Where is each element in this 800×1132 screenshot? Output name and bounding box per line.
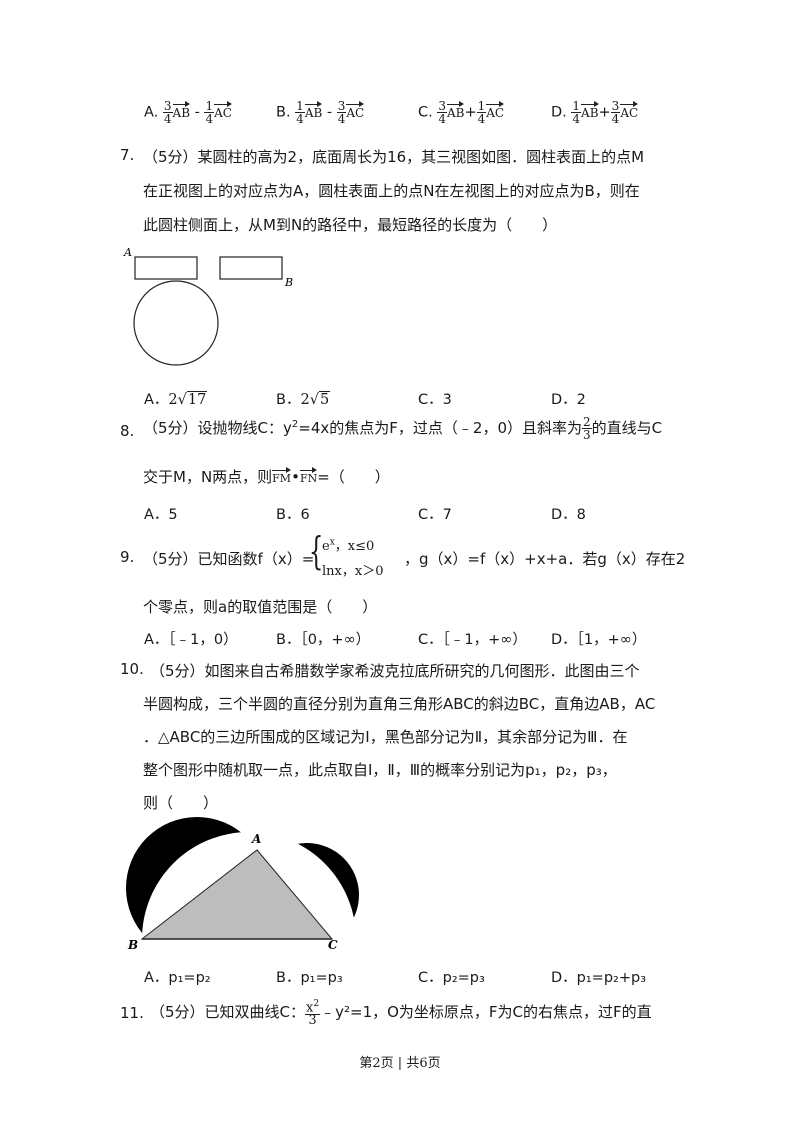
q8-option-d: D．8 — [551, 507, 586, 523]
q10-option-a: A．p₁=p₂ — [144, 970, 211, 986]
q9-option-b: B．［0，+∞） — [276, 632, 371, 648]
q10-option-d: D．p₁=p₂+p₃ — [551, 970, 647, 986]
q9-option-c: C．［﹣1，+∞） — [418, 632, 527, 648]
q10-line2: 半圆构成，三个半圆的直径分别为直角三角形ABC的斜边BC，直角边AB，AC — [143, 695, 656, 713]
hippocrates-lunes-figure: A B C — [118, 817, 368, 955]
q7-number: 7. — [120, 146, 135, 164]
q9-post: ，g（x）=f（x）+x+a．若g（x）存在2 — [404, 550, 686, 568]
q7-option-d: D．2 — [551, 392, 586, 408]
q9-brace: { — [308, 529, 324, 573]
q9-case2: lnx，x＞0 — [322, 564, 384, 579]
page-footer: 第2页 | 共6页 — [359, 1056, 441, 1071]
cylinder-three-view-figure: A B — [123, 246, 293, 366]
q8-number: 8. — [120, 422, 135, 440]
q9-option-d: D．［1，+∞） — [551, 632, 647, 648]
q9-case1: ex，x≤0 — [322, 537, 375, 554]
side-view-rect — [219, 256, 283, 280]
q7-option-b: B．2√5 — [276, 391, 331, 408]
q10-option-c: C．p₂=p₃ — [418, 970, 485, 986]
q7-option-a: A．2√17 — [144, 391, 208, 408]
vertex-b-label: B — [127, 938, 138, 952]
front-view-rect — [134, 256, 198, 280]
point-a-label: A — [123, 246, 132, 259]
top-view-circle — [133, 280, 219, 366]
point-b-label: B — [284, 276, 293, 289]
q8-option-b: B．6 — [276, 507, 310, 523]
q7-option-c: C．3 — [418, 392, 452, 408]
q9-pre: （5分）已知函数f（x）= — [143, 550, 315, 568]
q7-line2: 在正视图上的对应点为A，圆柱表面上的点N在左视图上的对应点为B，则在 — [143, 182, 640, 200]
q10-line3: ．△ABC的三边所围成的区域记为I，黑色部分记为Ⅱ，其余部分记为Ⅲ．在 — [143, 728, 628, 746]
q10-line5: 则（ ） — [143, 794, 219, 812]
q11-number: 11. — [120, 1004, 144, 1022]
q8-option-c: C．7 — [418, 507, 452, 523]
q9-line2: 个零点，则a的取值范围是（ ） — [143, 598, 378, 616]
q10-option-b: B．p₁=p₃ — [276, 970, 343, 986]
q9-number: 9. — [120, 548, 135, 566]
vertex-c-label: C — [328, 938, 338, 952]
q7-line3: 此圆柱侧面上，从M到N的路径中，最短路径的长度为（ ） — [143, 216, 558, 234]
q8-option-a: A．5 — [144, 507, 178, 523]
q8-line2: 交于M，N两点，则FM•FN=（ ） — [143, 467, 390, 486]
q9-option-a: A．［﹣1，0） — [144, 632, 238, 648]
q7-line1: （5分）某圆柱的高为2，底面周长为16，其三视图如图．圆柱表面上的点M — [143, 148, 645, 166]
vertex-a-label: A — [251, 832, 261, 846]
q10-number: 10. — [120, 660, 144, 678]
q10-line1: （5分）如图来自古希腊数学家希波克拉底所研究的几何图形．此图由三个 — [150, 662, 640, 680]
q10-line4: 整个图形中随机取一点，此点取自Ⅰ，Ⅱ，Ⅲ的概率分别记为p₁，p₂，p₃， — [143, 761, 617, 779]
